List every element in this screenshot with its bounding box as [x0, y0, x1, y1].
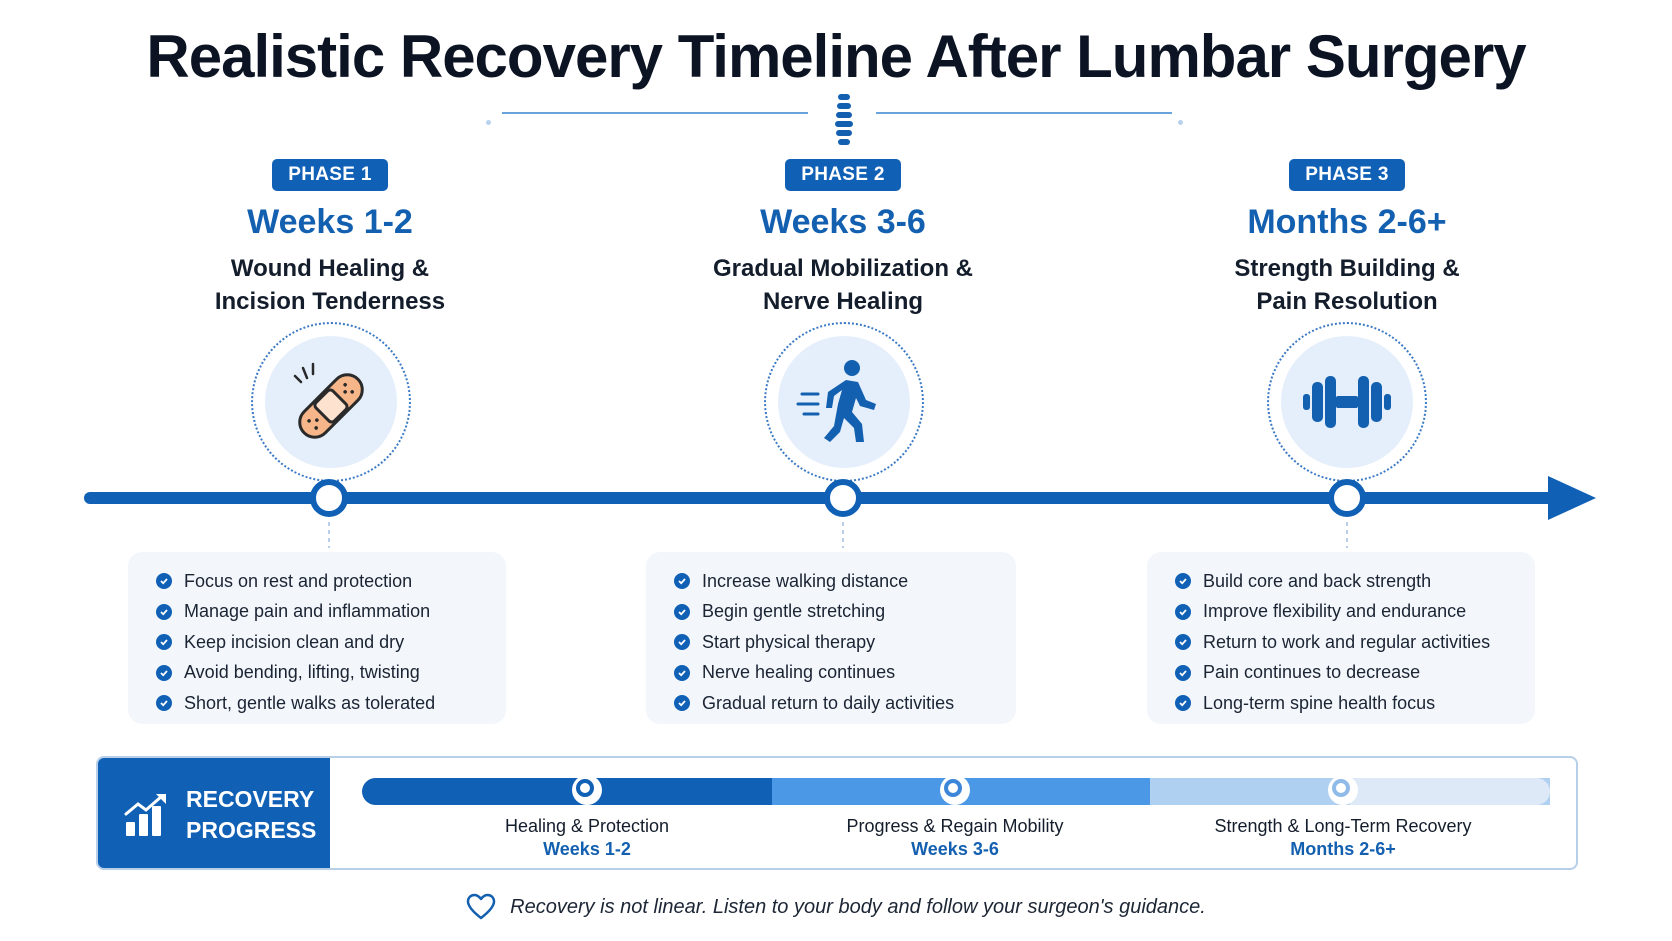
timeline-node-1 [310, 479, 348, 517]
progress-node-3 [1328, 775, 1358, 805]
list-item: Avoid bending, lifting, twisting [156, 658, 506, 689]
phase-1-subtitle: Wound Healing & Incision Tenderness [214, 255, 446, 315]
main-timeline [84, 476, 1596, 548]
check-icon [156, 695, 172, 712]
list-item: Focus on rest and protection [156, 566, 506, 597]
list-item: Improve flexibility and endurance [1175, 597, 1535, 628]
phase-1-icon-ring [251, 322, 411, 482]
timeline-node-3 [1328, 479, 1366, 517]
check-icon [1175, 573, 1191, 590]
divider-dot-right [1178, 120, 1183, 125]
phase-3-subtitle: Strength Building & Pain Resolution [1234, 255, 1460, 315]
phase-1-timeframe: Weeks 1-2 [247, 203, 413, 241]
list-item: Nerve healing continues [674, 658, 1016, 689]
progress-stage-3: Strength & Long-Term Recovery Months 2-6… [1214, 816, 1472, 859]
list-item: Gradual return to daily activities [674, 688, 1016, 719]
phase-2-timeframe: Weeks 3-6 [760, 203, 926, 241]
list-item: Increase walking distance [674, 566, 1016, 597]
phase-2-subtitle: Gradual Mobilization & Nerve Healing [712, 255, 973, 315]
timeline-arrow-head [1548, 476, 1596, 520]
progress-stage-1: Healing & Protection Weeks 1-2 [504, 816, 670, 859]
phase-2-icon-ring [764, 322, 924, 482]
title-divider-right [876, 112, 1172, 114]
dumbbell-icon [1303, 376, 1391, 428]
check-icon [674, 573, 690, 590]
recovery-progress-label: RECOVERY PROGRESS [98, 758, 330, 868]
phase-3-badge: PHASE 3 [1289, 159, 1405, 191]
check-icon [156, 603, 172, 620]
title-divider-left [502, 112, 808, 114]
check-icon [156, 664, 172, 681]
phase-1-checklist: Focus on rest and protection Manage pain… [128, 552, 506, 724]
check-icon [156, 634, 172, 651]
bandage-icon [293, 362, 364, 439]
phase-3-timeframe: Months 2-6+ [1247, 203, 1447, 241]
check-icon [1175, 634, 1191, 651]
heart-icon [466, 893, 496, 920]
phase-1-badge: PHASE 1 [272, 159, 388, 191]
progress-node-2 [940, 775, 970, 805]
list-item: Long-term spine health focus [1175, 688, 1535, 719]
list-item: Return to work and regular activities [1175, 627, 1535, 658]
page-title: Realistic Recovery Timeline After Lumbar… [146, 23, 1526, 90]
recovery-progress-panel: RECOVERY PROGRESS Healing & Protection W… [96, 756, 1578, 870]
phase-2-badge: PHASE 2 [785, 159, 901, 191]
phase-2-checklist: Increase walking distance Begin gentle s… [646, 552, 1016, 724]
spine-icon [835, 94, 853, 145]
list-item: Build core and back strength [1175, 566, 1535, 597]
progress-node-1 [572, 775, 602, 805]
growth-chart-icon [124, 794, 166, 836]
timeline-node-2 [824, 479, 862, 517]
list-item: Manage pain and inflammation [156, 597, 506, 628]
list-item: Short, gentle walks as tolerated [156, 688, 506, 719]
walking-person-icon [796, 360, 876, 442]
check-icon [674, 695, 690, 712]
phase-3-icon-ring [1267, 322, 1427, 482]
phase-1-header: PHASE 1 Weeks 1-2 Wound Healing & Incisi… [80, 159, 580, 318]
check-icon [674, 634, 690, 651]
check-icon [1175, 695, 1191, 712]
progress-bar-segment-1 [362, 778, 772, 805]
check-icon [156, 573, 172, 590]
list-item: Keep incision clean and dry [156, 627, 506, 658]
phase-3-checklist: Build core and back strength Improve fle… [1147, 552, 1535, 724]
phase-3-header: PHASE 3 Months 2-6+ Strength Building & … [1097, 159, 1597, 318]
divider-dot-left [486, 120, 491, 125]
list-item: Pain continues to decrease [1175, 658, 1535, 689]
check-icon [1175, 664, 1191, 681]
footer-note: Recovery is not linear. Listen to your b… [0, 893, 1672, 921]
progress-stage-2: Progress & Regain Mobility Weeks 3-6 [846, 816, 1064, 859]
check-icon [674, 664, 690, 681]
check-icon [674, 603, 690, 620]
progress-bar-segment-4 [1350, 778, 1550, 805]
list-item: Start physical therapy [674, 627, 1016, 658]
phase-2-header: PHASE 2 Weeks 3-6 Gradual Mobilization &… [593, 159, 1093, 318]
check-icon [1175, 603, 1191, 620]
list-item: Begin gentle stretching [674, 597, 1016, 628]
